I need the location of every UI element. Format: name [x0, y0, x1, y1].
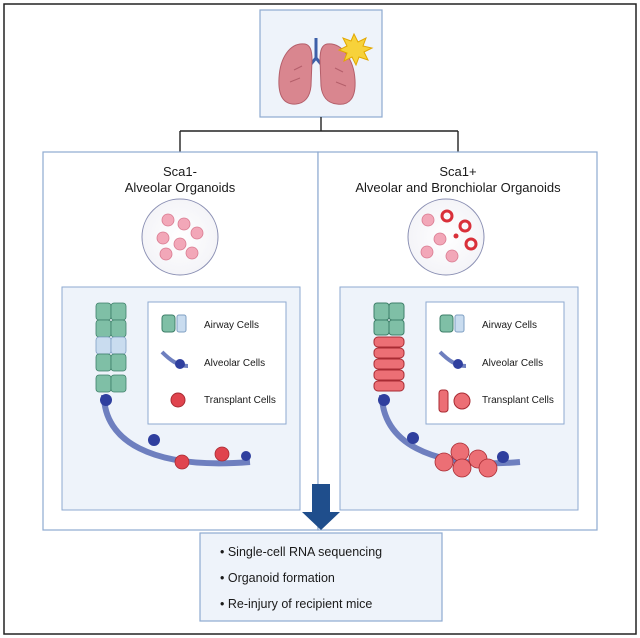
- right-legend-airway-icon: [439, 314, 454, 333]
- left-panel-title-2: Alveolar Organoids: [125, 180, 236, 195]
- down-arrow-icon: [302, 484, 340, 530]
- right-transplant-cluster: [434, 442, 498, 478]
- right-organoid-dots: [453, 233, 459, 239]
- left-legend-alveolar-icon: [160, 350, 189, 368]
- right-legend-alveolar-icon: [438, 350, 467, 368]
- right-legend-alveolar-label: Alveolar Cells: [482, 358, 543, 369]
- left-panel-title-1: Sca1-: [163, 164, 197, 179]
- right-legend-airway-label: Airway Cells: [482, 320, 537, 331]
- outcome-item: • Single-cell RNA sequencing: [220, 545, 382, 559]
- left-legend-airway-icon-2: [176, 314, 187, 333]
- left-alveolar-cells: [100, 394, 251, 461]
- left-legend-alveolar-label: Alveolar Cells: [204, 358, 265, 369]
- outcome-item: • Organoid formation: [220, 571, 335, 585]
- lung-panel: [259, 9, 383, 118]
- injury-star-icon: [337, 32, 374, 67]
- right-panel-title-2: Alveolar and Bronchiolar Organoids: [355, 180, 561, 195]
- right-legend-alveolar-dot: [453, 359, 463, 369]
- right-legend-airway-icon-2: [454, 314, 465, 333]
- lung-icon: [278, 38, 356, 105]
- left-transplant-cells: [174, 446, 230, 470]
- connector-lines: [179, 117, 459, 152]
- outcome-item: • Re-injury of recipient mice: [220, 597, 372, 611]
- left-legend-airway-label: Airway Cells: [204, 320, 259, 331]
- right-panel-title-1: Sca1+: [439, 164, 476, 179]
- right-organoid-clusters: [420, 213, 459, 263]
- right-bronchiolar-organoids: [440, 209, 478, 251]
- left-airway-column: [95, 302, 127, 393]
- left-panel: Sca1- Alveolar Organoids: [42, 151, 319, 531]
- right-legend-transplant-icon-2: [453, 392, 471, 410]
- right-alveolar-cells: [378, 394, 509, 463]
- left-legend-alveolar-dot: [175, 359, 185, 369]
- right-panel: Sca1+ Alveolar and Bronchiolar Organoids: [317, 151, 598, 531]
- right-airway-column: [373, 302, 405, 392]
- left-organoid-well: [141, 198, 219, 276]
- left-organoid-clusters: [156, 213, 204, 261]
- left-legend-airway-icon: [161, 314, 176, 333]
- right-legend-transplant-icon: [438, 389, 449, 413]
- left-legend-transplant-label: Transplant Cells: [204, 395, 276, 406]
- left-legend-transplant-icon: [170, 392, 186, 408]
- right-legend-transplant-label: Transplant Cells: [482, 395, 554, 406]
- outcome-box: • Single-cell RNA sequencing • Organoid …: [199, 532, 443, 622]
- left-alveolar-wall: [101, 394, 251, 467]
